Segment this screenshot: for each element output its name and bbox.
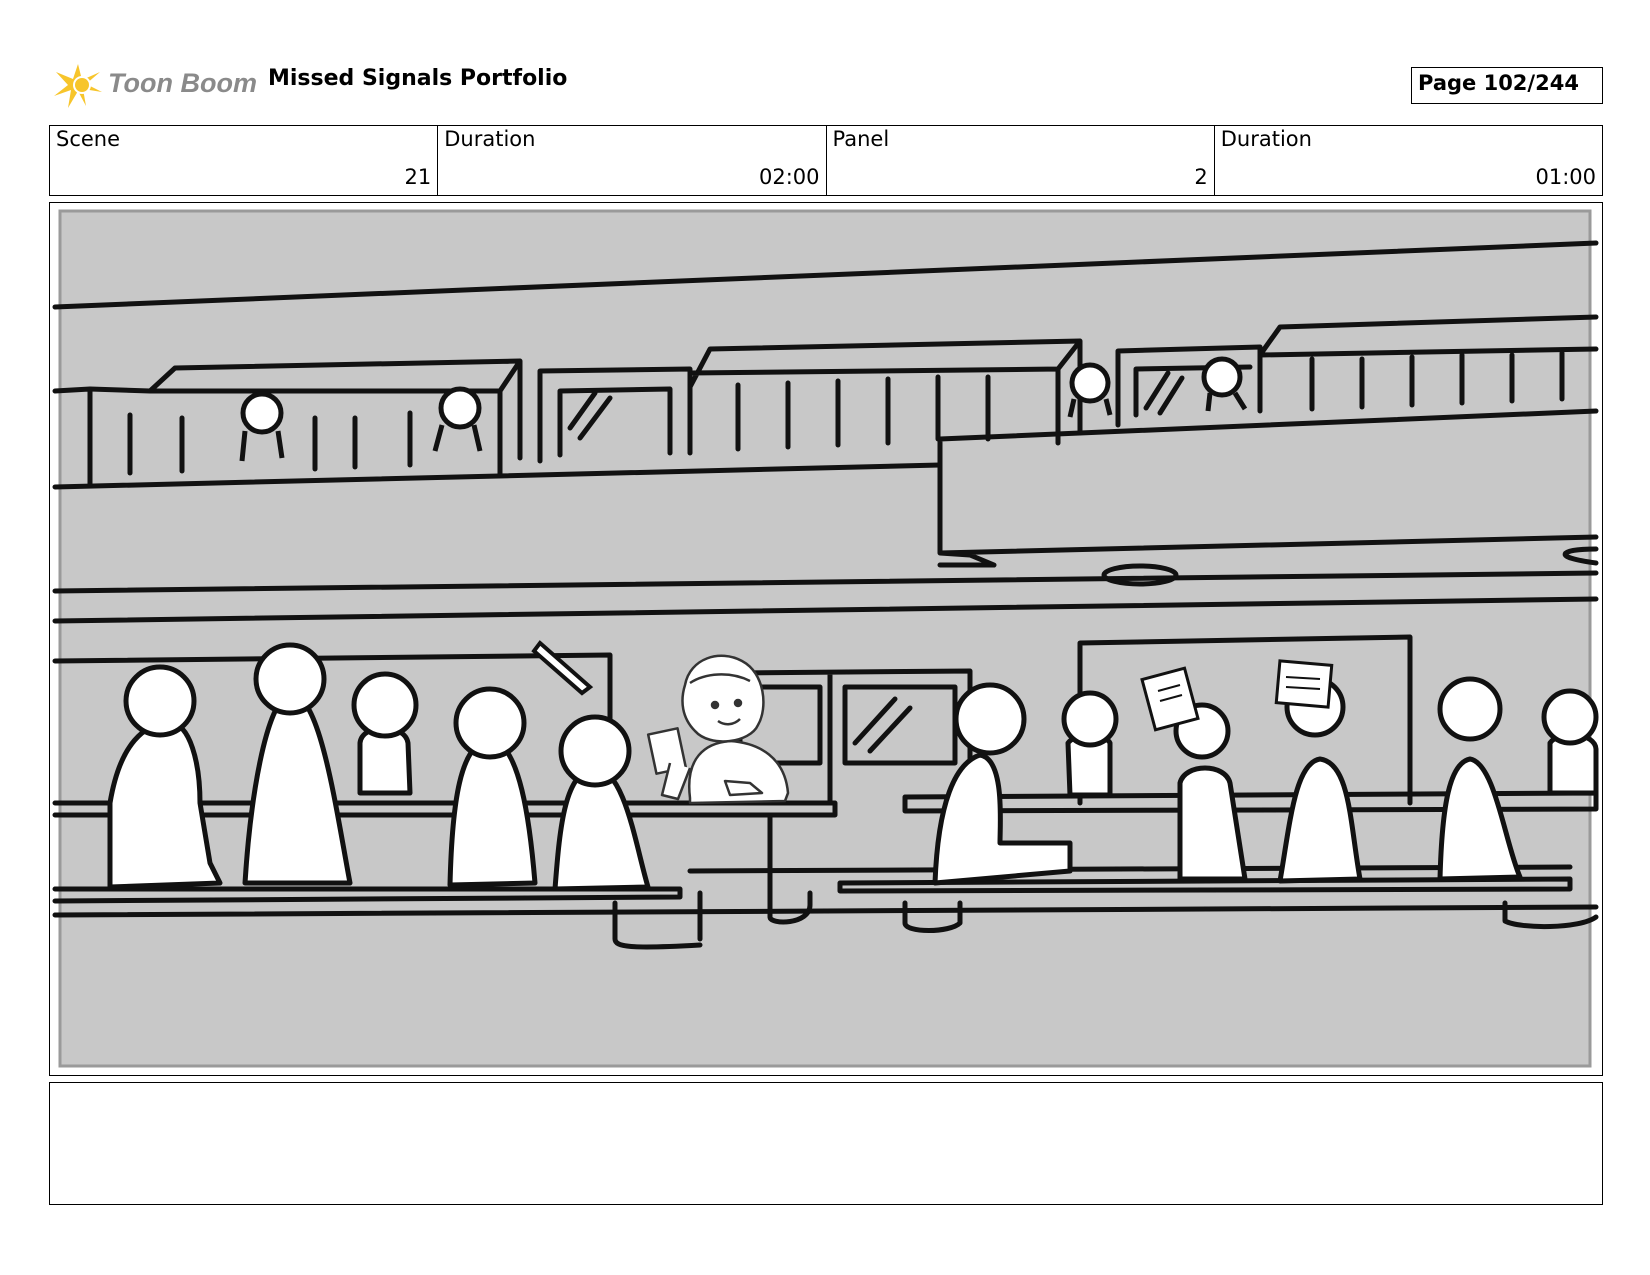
panel-cell: Panel 2	[827, 126, 1215, 195]
sketch-image	[52, 209, 1599, 1068]
scene-duration-label: Duration	[444, 127, 536, 151]
scene-duration-value: 02:00	[758, 165, 820, 189]
panel-duration-label: Duration	[1220, 127, 1312, 151]
storyboard-panel	[49, 202, 1603, 1076]
panel-value: 2	[1194, 165, 1208, 189]
starburst-icon	[54, 64, 102, 108]
panel-info-row: Scene 21 Duration 02:00 Panel 2 Duration…	[49, 125, 1603, 196]
panel-duration-value: 01:00	[1535, 165, 1596, 189]
page-number: Page 102/244	[1411, 67, 1603, 104]
toon-boom-logo: Toon Boom	[52, 56, 257, 112]
scene-label: Scene	[56, 127, 121, 151]
panel-notes-box[interactable]	[49, 1082, 1603, 1205]
logo-text: Toon Boom	[108, 68, 257, 98]
scene-duration-cell: Duration 02:00	[438, 126, 827, 195]
document-title: Missed Signals Portfolio	[268, 66, 568, 91]
panel-duration-cell: Duration 01:00	[1215, 126, 1602, 195]
scene-cell: Scene 21	[50, 126, 439, 195]
scene-value: 21	[404, 165, 432, 189]
panel-label: Panel	[832, 127, 890, 151]
